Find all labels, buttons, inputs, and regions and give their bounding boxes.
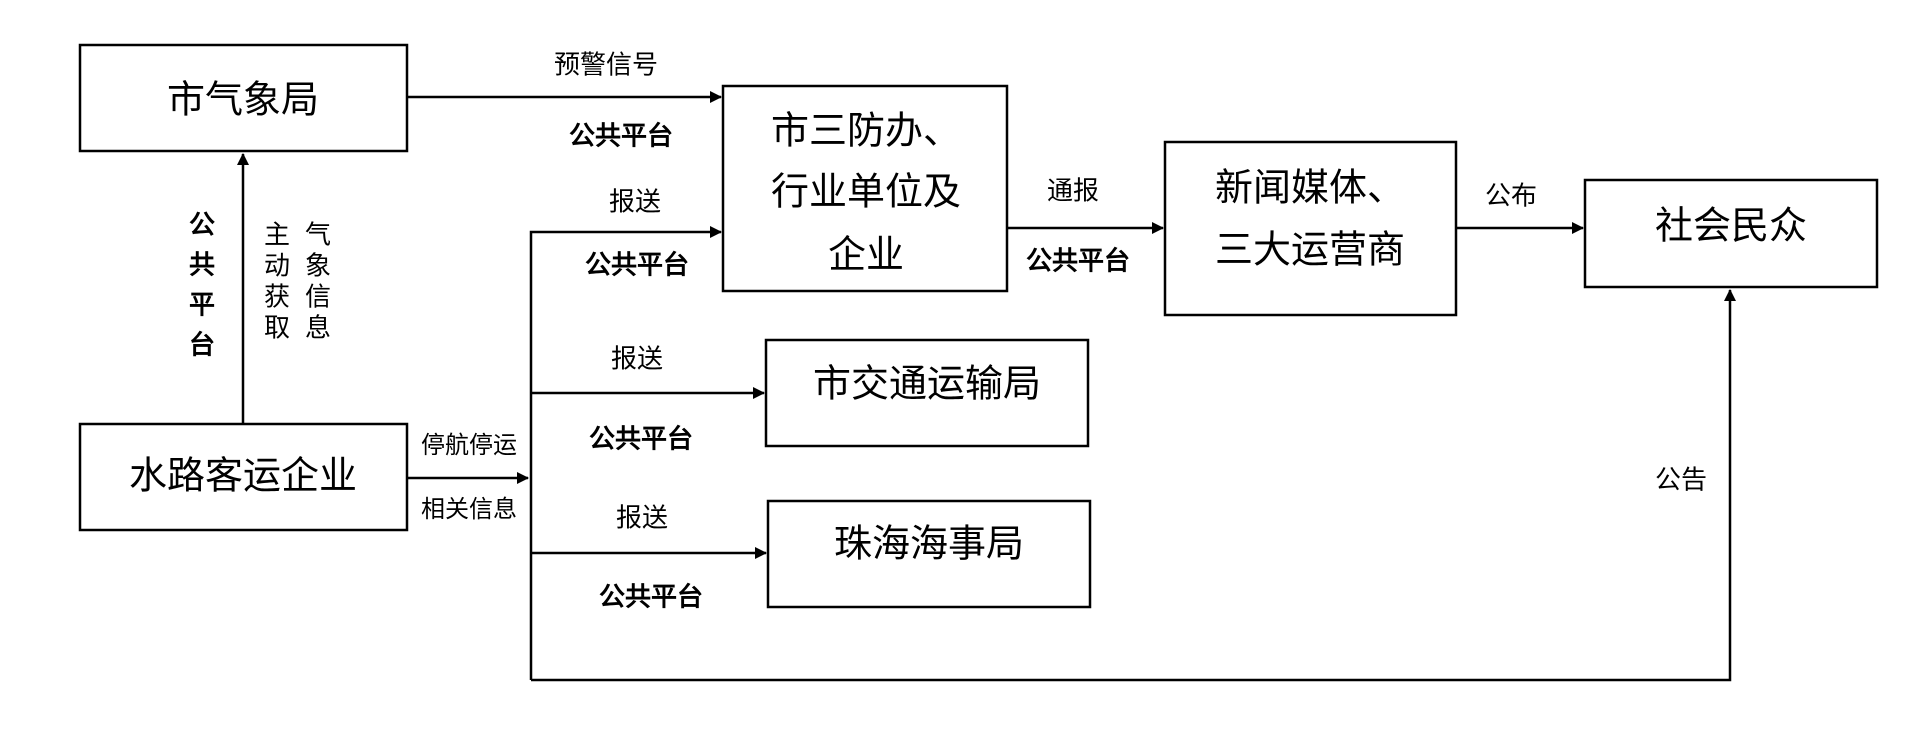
label-platform-maritime: 公共平台 (599, 582, 703, 613)
label-suspension-info-1: 停航停运 (421, 431, 517, 459)
label-active-fetch-3: 获 (264, 283, 290, 313)
node-flood-office-line3: 企业 (828, 233, 904, 277)
node-media: 新闻媒体、 三大运营商 (1163, 140, 1458, 317)
node-transport-bureau-label: 市交通运输局 (813, 362, 1041, 406)
label-active-fetch-4: 取 (264, 314, 290, 344)
node-public: 社会民众 (1583, 178, 1879, 289)
label-weather-info-2: 象 (305, 252, 331, 282)
node-transport-bureau: 市交通运输局 (764, 338, 1090, 448)
label-platform-flood-office: 公共平台 (585, 250, 689, 281)
node-waterway-company: 水路客运企业 (78, 422, 409, 532)
label-notify: 通报 (1047, 177, 1099, 207)
label-report-maritime: 报送 (616, 504, 668, 534)
label-warning-signal: 预警信号 (554, 51, 658, 81)
node-weather-bureau: 市气象局 (78, 43, 409, 153)
label-platform-transport: 公共平台 (589, 424, 693, 455)
label-weather-info-3: 信 (305, 283, 331, 313)
label-active-fetch-1: 主 (264, 221, 290, 251)
node-maritime-bureau-label: 珠海海事局 (834, 522, 1024, 566)
edge-distribution-to-public (531, 289, 1736, 682)
label-platform-media: 公共平台 (1026, 246, 1130, 277)
node-maritime-bureau: 珠海海事局 (766, 499, 1092, 609)
node-flood-office-line2: 行业单位及 (771, 170, 961, 214)
edge-distribution-to-flood-office (529, 226, 722, 680)
node-weather-bureau-label: 市气象局 (167, 78, 319, 122)
label-weather-info-1: 气 (305, 221, 331, 251)
label-suspension-info-2: 相关信息 (421, 495, 517, 523)
node-waterway-company-label: 水路客运企业 (129, 454, 357, 498)
node-flood-office: 市三防办、 行业单位及 企业 (721, 84, 1009, 293)
node-media-line2: 三大运营商 (1215, 228, 1405, 272)
label-announce: 公告 (1655, 466, 1707, 496)
label-vertical-platform-1: 公 (189, 211, 215, 241)
label-publish: 公布 (1485, 182, 1537, 212)
node-media-line1: 新闻媒体、 (1215, 166, 1405, 210)
label-report-transport: 报送 (611, 345, 663, 375)
label-platform-weather: 公共平台 (569, 121, 673, 152)
label-weather-info-4: 息 (305, 314, 331, 344)
label-vertical-platform-3: 平 (189, 291, 215, 321)
label-vertical-platform-2: 共 (189, 251, 215, 281)
label-report-flood-office: 报送 (609, 188, 661, 218)
label-vertical-platform-4: 台 (189, 330, 215, 361)
label-active-fetch-2: 动 (264, 252, 290, 282)
node-public-label: 社会民众 (1655, 204, 1807, 248)
node-flood-office-line1: 市三防办、 (771, 109, 961, 153)
